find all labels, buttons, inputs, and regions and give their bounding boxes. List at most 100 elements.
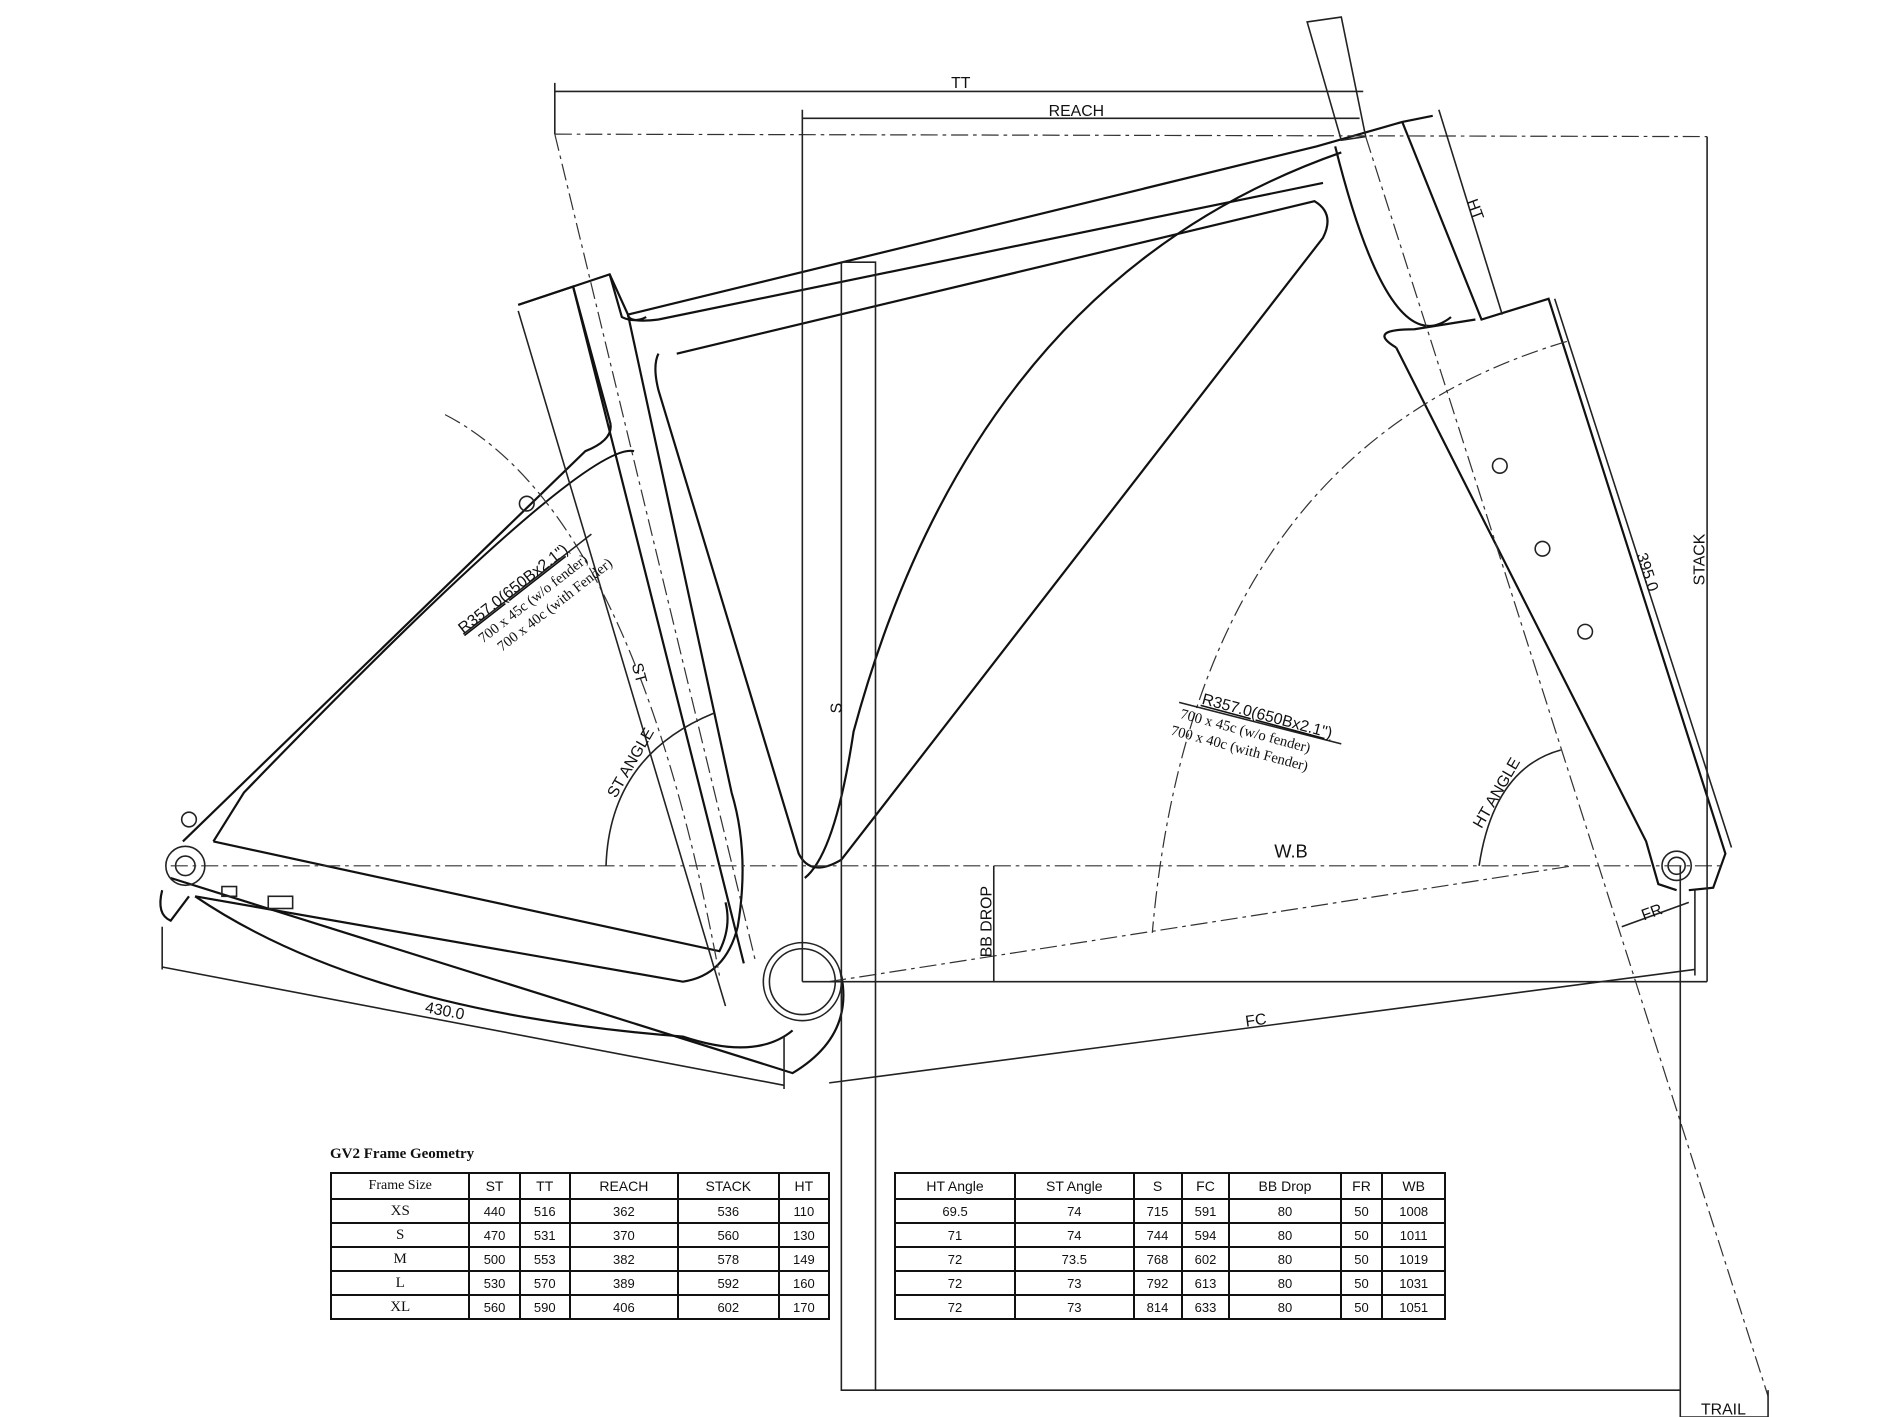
table-cell: 80 [1228,1222,1342,1248]
label-stack: STACK [1692,533,1709,585]
header-cell: Frame Size [329,1172,471,1200]
table-cell: XL [329,1294,471,1320]
table-cell: 382 [568,1246,679,1272]
table-cell: 73.5 [1014,1246,1135,1272]
table-cell: 1019 [1381,1246,1446,1272]
table-cell: 500 [468,1246,521,1272]
table-cell: 160 [777,1270,831,1296]
table-cell: 71 [893,1222,1017,1248]
table-cell: 578 [676,1246,780,1272]
header-cell: S [1132,1172,1183,1200]
table-cell: 362 [568,1198,679,1224]
table-cell: 50 [1339,1198,1384,1224]
header-cell: TT [518,1172,571,1200]
table-header-row: Frame Size ST TT REACH STACK HT [329,1172,831,1200]
table-cell: 602 [1180,1246,1231,1272]
table-cell: 74 [1014,1222,1135,1248]
table-cell: 560 [676,1222,780,1248]
table-cell: 590 [518,1294,571,1320]
table-cell: 73 [1014,1294,1135,1320]
table-cell: 80 [1228,1246,1342,1272]
table-cell: 633 [1180,1294,1231,1320]
table-cell: 110 [777,1198,831,1224]
dimension-lines [161,82,1769,1417]
label-bb-drop: BB DROP [978,886,995,957]
table-cell: 1008 [1381,1198,1446,1224]
table-cell: 149 [777,1246,831,1272]
label-wb: W.B [1274,840,1308,861]
table-cell: 1051 [1381,1294,1446,1320]
table-cell: 553 [518,1246,571,1272]
header-cell: FC [1180,1172,1231,1200]
table-cell: 814 [1132,1294,1183,1320]
table-cell: 591 [1180,1198,1231,1224]
table-cell: 72 [893,1246,1017,1272]
header-cell: HT [777,1172,831,1200]
table-cell: 592 [676,1270,780,1296]
table-title: GV2 Frame Geometry [330,1146,475,1162]
table-cell: 530 [468,1270,521,1296]
label-ht: HT [1463,197,1486,223]
table-cell: M [329,1246,471,1272]
label-tt: TT [951,75,971,92]
label-trail: TRAIL [1701,1402,1746,1417]
frame-outline [159,16,1727,1075]
table-cell: 792 [1132,1270,1183,1296]
label-st: ST [628,661,650,685]
header-cell: BB Drop [1228,1172,1342,1200]
table-cell: 715 [1132,1198,1183,1224]
table-cell: 80 [1228,1198,1342,1224]
header-cell: STACK [676,1172,780,1200]
label-ht-angle: HT ANGLE [1470,755,1524,831]
table-header-row: HT Angle ST Angle S FC BB Drop FR WB [893,1172,1446,1200]
table-cell: L [329,1270,471,1296]
table-cell: 370 [568,1222,679,1248]
table-cell: XS [329,1198,471,1224]
header-cell: REACH [568,1172,679,1200]
front-tire-clearance-note: R357.0(650Bx2.1") 700 x 45c (w/o fender)… [1169,691,1334,775]
table-cell: 406 [568,1294,679,1320]
table-cell: 440 [468,1198,521,1224]
table-cell: 768 [1132,1246,1183,1272]
table-cell: 50 [1339,1246,1384,1272]
table-cell: 170 [777,1294,831,1320]
table-cell: 73 [1014,1270,1135,1296]
table-cell: 1031 [1381,1270,1446,1296]
bolt-holes [165,457,1693,1022]
table-cell: 80 [1228,1270,1342,1296]
table-cell: 74 [1014,1198,1135,1224]
table-cell: 470 [468,1222,521,1248]
table-cell: 531 [518,1222,571,1248]
table-cell: 80 [1228,1294,1342,1320]
rear-tire-clearance-note: R357.0(650Bx2.1") 700 x 45c (w/o fender)… [455,541,616,655]
table-cell: 516 [518,1198,571,1224]
header-cell: ST [468,1172,521,1200]
header-cell: WB [1381,1172,1446,1200]
table-cell: 389 [568,1270,679,1296]
table-cell: 744 [1132,1222,1183,1248]
label-s: S [828,703,845,714]
table-cell: 536 [676,1198,780,1224]
table-cell: 50 [1339,1222,1384,1248]
label-st-angle: ST ANGLE [605,725,658,800]
header-cell: HT Angle [893,1172,1017,1200]
table-cell: 50 [1339,1270,1384,1296]
table-cell: 72 [893,1270,1017,1296]
geometry-table-angles: HT Angle ST Angle S FC BB Drop FR WB 69.… [893,1172,1446,1320]
label-fc: FC [1244,1011,1267,1031]
label-fr: FR [1639,901,1665,924]
table-cell: 570 [518,1270,571,1296]
table-cell: 613 [1180,1270,1231,1296]
table-cell: 72 [893,1294,1017,1320]
